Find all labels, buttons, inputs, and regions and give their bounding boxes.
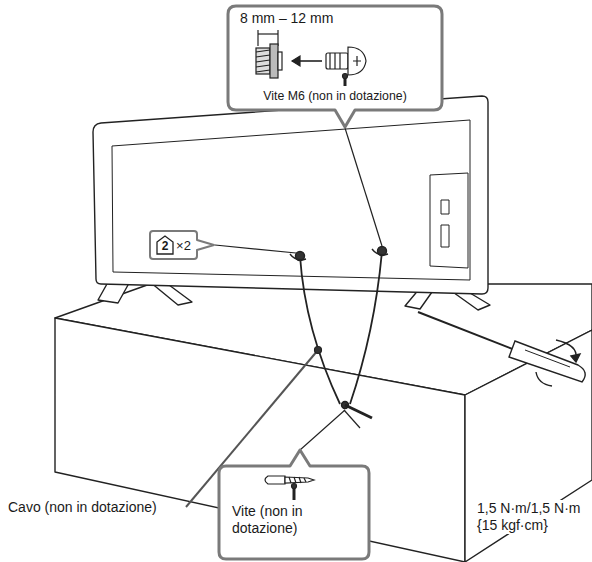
icon-outline — [157, 236, 173, 254]
dimension-label: 8 mm – 12 mm — [240, 10, 333, 27]
leader-lines — [186, 128, 382, 507]
port — [441, 200, 449, 214]
arrow-head — [571, 354, 580, 362]
bracket-lip — [278, 52, 282, 70]
leader-line — [215, 245, 296, 253]
torque-label: 1,5 N·m/1,5 N·m {15 kgf·cm} — [475, 500, 589, 534]
loop — [290, 254, 306, 260]
screwdriver — [418, 312, 585, 386]
quantity: ×2 — [176, 237, 191, 254]
screwdriver-shaft — [418, 312, 515, 350]
cross-slot — [353, 56, 361, 66]
thread — [256, 48, 270, 74]
bracket — [270, 44, 278, 78]
terminal-panel — [430, 173, 468, 268]
callout-box: 2×2 — [151, 232, 196, 258]
screw-thread — [330, 53, 340, 69]
screw-thread — [289, 477, 306, 483]
callout-box: Vite (non in dotazione) — [220, 467, 368, 558]
grip-line — [525, 350, 570, 367]
part-name: Vite M6 (non in dotazione) — [230, 88, 440, 105]
part-icon: 2 — [156, 235, 174, 255]
callout-box: 8 mm – 12 mm Vite M6 (non in dotazione) — [230, 8, 440, 108]
leader-line — [300, 410, 345, 450]
thread-lines — [256, 50, 270, 72]
screw-tip — [344, 410, 360, 428]
part-number: 2 — [156, 239, 174, 253]
m6-detail — [256, 30, 366, 86]
callout-outline — [219, 450, 369, 559]
tv-body — [93, 96, 488, 294]
screw-head — [265, 476, 285, 484]
cable-line — [350, 251, 382, 404]
wood-screw — [265, 476, 314, 500]
cable — [290, 247, 388, 429]
cabinet-side — [465, 330, 592, 562]
rotation-arrow — [536, 372, 552, 386]
screw-shaft — [326, 53, 348, 69]
loop — [372, 249, 388, 255]
leader-line — [345, 128, 382, 246]
screw-shaft — [285, 477, 314, 483]
cabinet — [55, 284, 592, 562]
dimension-line — [258, 33, 278, 34]
port — [441, 225, 449, 247]
arrow-head — [292, 56, 300, 66]
callout-outline — [150, 231, 214, 259]
leader-dot — [315, 347, 322, 354]
part-name: Vite (non in dotazione) — [232, 503, 350, 537]
callout-outlines — [150, 6, 442, 559]
cable-line — [300, 256, 340, 404]
screw-head — [348, 47, 366, 75]
screwdriver-handle — [509, 341, 585, 382]
leader-dot — [292, 484, 297, 489]
callout-outline — [228, 6, 442, 127]
tv-set — [93, 96, 490, 310]
cabinet-front — [55, 318, 465, 562]
back-panel — [112, 120, 470, 280]
dimension-line — [257, 30, 258, 46]
leader-dot — [343, 74, 348, 79]
part-label: Cavo (non in dotazione) — [6, 499, 159, 516]
